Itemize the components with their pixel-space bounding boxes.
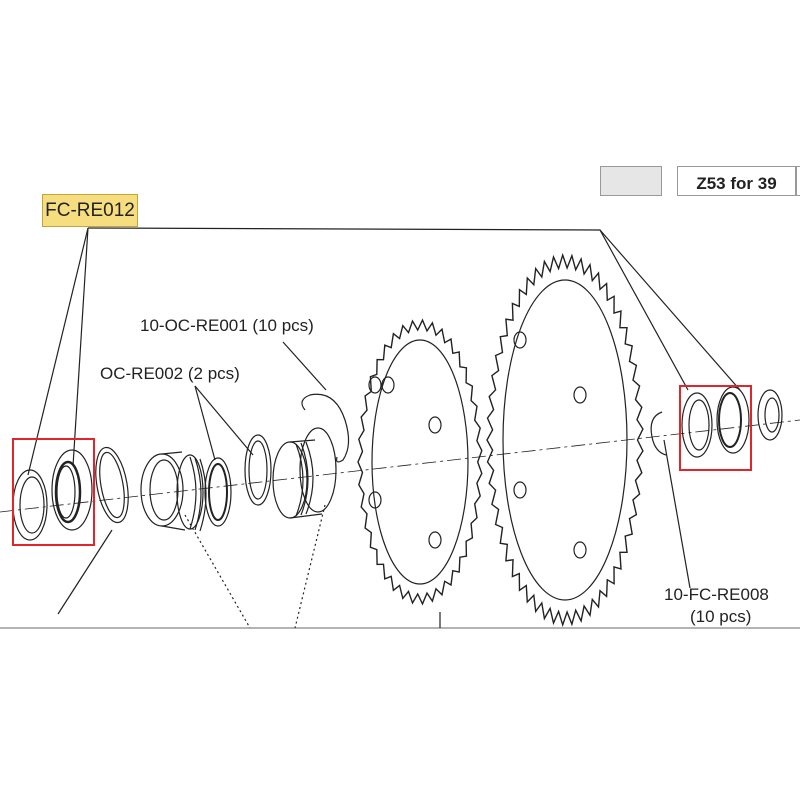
spacer-callout[interactable]: OC-RE002 (2 pcs) [100, 364, 240, 383]
circlip [650, 411, 667, 456]
circlip-qty-callout: (10 pcs) [690, 607, 752, 626]
wave-washer [95, 446, 129, 524]
outer-chainring [486, 252, 644, 628]
clip-callout[interactable]: 10-OC-RE001 (10 pcs) [140, 316, 314, 335]
bearing [51, 449, 93, 531]
bolt [428, 531, 442, 549]
inner-chainring-spider [371, 339, 469, 585]
spindle-end [757, 389, 783, 441]
inner-chainring [357, 318, 483, 606]
bolt [513, 331, 527, 349]
right-bearing [681, 386, 750, 458]
left-bb-cup [140, 451, 207, 532]
spacer-ring-2 [244, 434, 272, 506]
selection-box-right [679, 385, 752, 471]
bolt [573, 541, 587, 559]
right-bb-cup [272, 427, 337, 519]
leader-lines [27, 227, 741, 629]
bolt [428, 416, 442, 434]
bolt [573, 386, 587, 404]
bolt [368, 376, 382, 394]
retaining-clip [301, 393, 350, 463]
bearing-kit-callout[interactable]: FC-RE012 [42, 194, 138, 227]
tooth-count-cell: Z53 for 39 [677, 166, 796, 196]
spacer-ring-1 [204, 457, 232, 527]
bolt [368, 491, 382, 509]
table-cell-gray [600, 166, 662, 196]
bolt [513, 481, 527, 499]
outer-chainring-inner-edge [502, 279, 628, 601]
bolt [381, 376, 395, 394]
selection-box-left [12, 438, 95, 546]
table-cell-edge [796, 166, 800, 196]
axis-centerline [0, 419, 800, 513]
circlip-code-callout[interactable]: 10-FC-RE008 [664, 585, 769, 604]
chainring-bolts [368, 331, 587, 559]
